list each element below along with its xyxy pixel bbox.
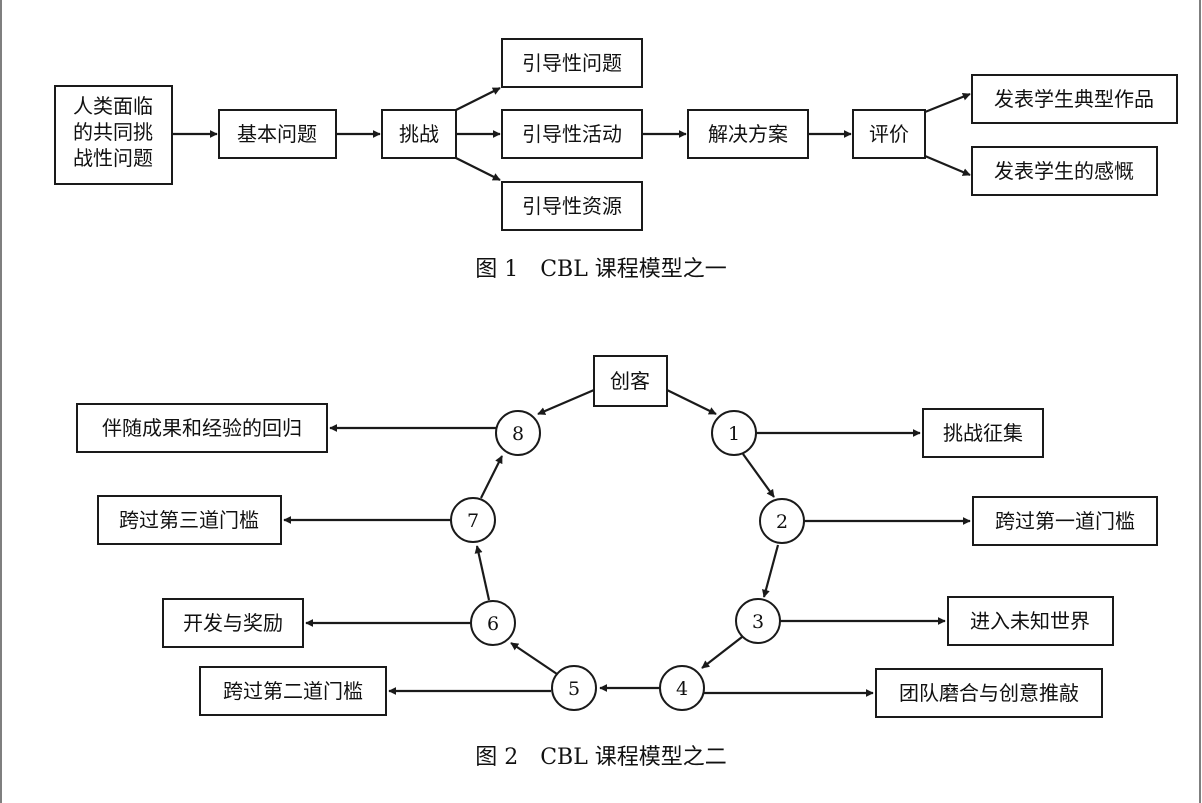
figure-2: 创客 1 2 3 4 5 6 7 xyxy=(76,355,1158,770)
edge-center-to-8 xyxy=(537,388,595,416)
node-basic-question-label: 基本问题 xyxy=(237,122,317,146)
node-maker-label: 创客 xyxy=(610,369,650,393)
node-publish-feelings: 发表学生的感慨 xyxy=(971,146,1158,196)
node-challenge-label: 挑战 xyxy=(399,122,439,146)
stage-1-label: 挑战征集 xyxy=(943,421,1023,445)
node-guiding-resources: 引导性资源 xyxy=(501,181,643,231)
circle-7: 7 xyxy=(450,497,496,543)
node-publish-works-label: 发表学生典型作品 xyxy=(994,87,1154,111)
figure-1-caption: 图 1 CBL 课程模型之一 xyxy=(475,257,727,282)
stage-2-label-box: 跨过第一道门槛 xyxy=(972,496,1158,546)
node-common-problem-line2: 的共同挑 xyxy=(73,120,153,144)
node-solution-label: 解决方案 xyxy=(708,122,788,146)
edge-evaluation-to-feelings xyxy=(924,154,971,177)
edge-center-to-1 xyxy=(666,389,717,415)
stage-5-label: 跨过第二道门槛 xyxy=(223,679,363,703)
node-challenge: 挑战 xyxy=(381,109,457,159)
stage-8-label: 伴随成果和经验的回归 xyxy=(102,416,302,440)
circle-3: 3 xyxy=(735,598,781,644)
node-guiding-questions: 引导性问题 xyxy=(501,38,643,88)
edge-challenge-to-questions xyxy=(455,87,501,111)
stage-4-label-box: 团队磨合与创意推敲 xyxy=(875,668,1103,718)
figure-1: 人类面临 的共同挑 战性问题 基本问题 挑战 引导性问题 引导性活动 引导性资源… xyxy=(54,38,1178,282)
node-guiding-questions-label: 引导性问题 xyxy=(522,51,622,75)
edge-5-to-6 xyxy=(510,642,558,675)
circle-8: 8 xyxy=(495,410,541,456)
circle-1-number: 1 xyxy=(728,423,740,445)
node-guiding-activities: 引导性活动 xyxy=(501,109,643,159)
stage-4-label: 团队磨合与创意推敲 xyxy=(899,681,1079,705)
node-basic-question: 基本问题 xyxy=(218,109,337,159)
circle-2: 2 xyxy=(759,498,805,544)
circle-8-number: 8 xyxy=(512,423,524,445)
circle-5-number: 5 xyxy=(568,678,580,700)
stage-6-label-box: 开发与奖励 xyxy=(162,598,304,648)
node-solution: 解决方案 xyxy=(687,109,809,159)
node-guiding-activities-label: 引导性活动 xyxy=(522,122,622,146)
stage-6-label: 开发与奖励 xyxy=(183,611,283,635)
stage-2-label: 跨过第一道门槛 xyxy=(995,509,1135,533)
circle-4-number: 4 xyxy=(676,678,688,700)
edge-3-to-4 xyxy=(701,636,743,669)
circle-5: 5 xyxy=(551,665,597,711)
node-publish-feelings-label: 发表学生的感慨 xyxy=(994,159,1134,183)
node-guiding-resources-label: 引导性资源 xyxy=(522,194,622,218)
node-common-problem-line1: 人类面临 xyxy=(73,94,153,118)
stage-8-label-box: 伴随成果和经验的回归 xyxy=(76,403,328,453)
figure-2-caption: 图 2 CBL 课程模型之二 xyxy=(475,745,727,770)
node-maker: 创客 xyxy=(593,355,668,407)
circle-6-number: 6 xyxy=(487,613,499,635)
edge-2-to-3 xyxy=(762,544,780,598)
stage-1-label-box: 挑战征集 xyxy=(922,408,1044,458)
node-evaluation-label: 评价 xyxy=(869,122,909,146)
circle-1: 1 xyxy=(711,410,757,456)
edge-6-to-7 xyxy=(474,545,491,601)
edge-challenge-to-resources xyxy=(455,157,501,181)
circle-4: 4 xyxy=(659,665,705,711)
edge-7-to-8 xyxy=(480,455,503,499)
node-common-problem: 人类面临 的共同挑 战性问题 xyxy=(54,85,173,185)
stage-5-label-box: 跨过第二道门槛 xyxy=(199,666,387,716)
circle-7-number: 7 xyxy=(467,510,479,532)
node-publish-works: 发表学生典型作品 xyxy=(971,74,1178,124)
circle-2-number: 2 xyxy=(776,511,788,533)
stage-3-label: 进入未知世界 xyxy=(970,609,1090,633)
stage-3-label-box: 进入未知世界 xyxy=(947,596,1114,646)
stage-7-label: 跨过第三道门槛 xyxy=(119,508,259,532)
stage-7-label-box: 跨过第三道门槛 xyxy=(97,495,282,545)
node-evaluation: 评价 xyxy=(852,109,926,159)
circle-6: 6 xyxy=(470,600,516,646)
edge-1-to-2 xyxy=(742,453,775,498)
circle-3-number: 3 xyxy=(752,611,764,633)
edge-evaluation-to-works xyxy=(924,92,971,114)
node-common-problem-line3: 战性问题 xyxy=(73,146,153,170)
